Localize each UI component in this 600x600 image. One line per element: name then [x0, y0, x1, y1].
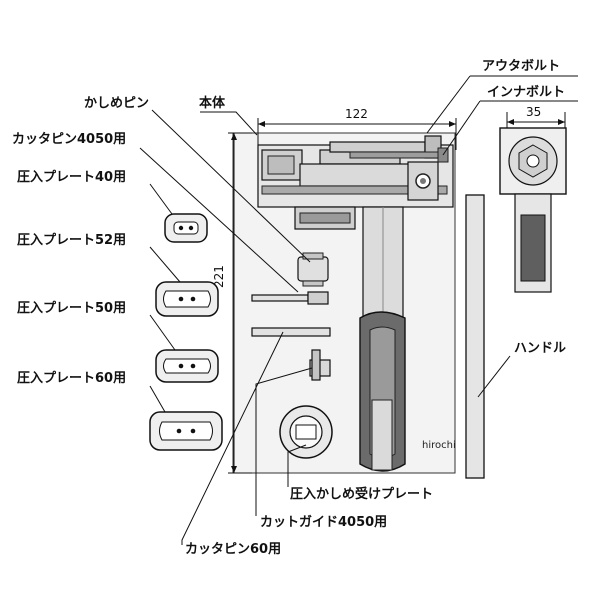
grip — [359, 311, 406, 472]
dimension-35: 35 — [506, 105, 566, 142]
label-press-plate-40: 圧入プレート40用 — [17, 170, 126, 185]
press-plate-40 — [164, 213, 208, 243]
label-body: 本体 — [199, 95, 226, 111]
press-plate-60 — [149, 411, 223, 451]
handle-bar — [465, 194, 485, 479]
label-inner-bolt: インナボルト — [487, 84, 565, 100]
dim-35-text: 35 — [526, 105, 541, 119]
label-press-receive-plate: 圧入かしめ受けプレート — [290, 486, 433, 502]
press-plate-50 — [155, 349, 219, 383]
cut-guide-4050 — [309, 349, 331, 381]
label-press-plate-52: 圧入プレート52用 — [17, 233, 126, 248]
label-cutter-pin-4050: カッタピン4050用 — [12, 132, 126, 147]
side-view — [499, 127, 567, 293]
kashime-pin — [297, 252, 329, 287]
leader-lines — [139, 75, 578, 545]
label-kashime-pin: かしめピン — [84, 96, 149, 111]
dim-122-text: 122 — [345, 107, 368, 121]
press-plate-52 — [155, 281, 219, 317]
press-receive-plate — [279, 405, 333, 459]
label-cutter-pin-60: カッタピン60用 — [185, 542, 281, 557]
label-outer-bolt: アウタボルト — [482, 58, 560, 74]
watermark: hirochi — [422, 440, 456, 451]
cutter-pin-4050 — [251, 291, 329, 305]
dimension-221: 221 — [212, 132, 252, 474]
label-handle: ハンドル — [514, 341, 566, 356]
label-press-plate-50: 圧入プレート50用 — [17, 301, 126, 316]
label-press-plate-60: 圧入プレート60用 — [17, 371, 126, 386]
label-cut-guide-4050: カットガイド4050用 — [260, 515, 387, 530]
dim-221-text: 221 — [212, 265, 226, 288]
cutter-pin-60 — [251, 327, 331, 337]
